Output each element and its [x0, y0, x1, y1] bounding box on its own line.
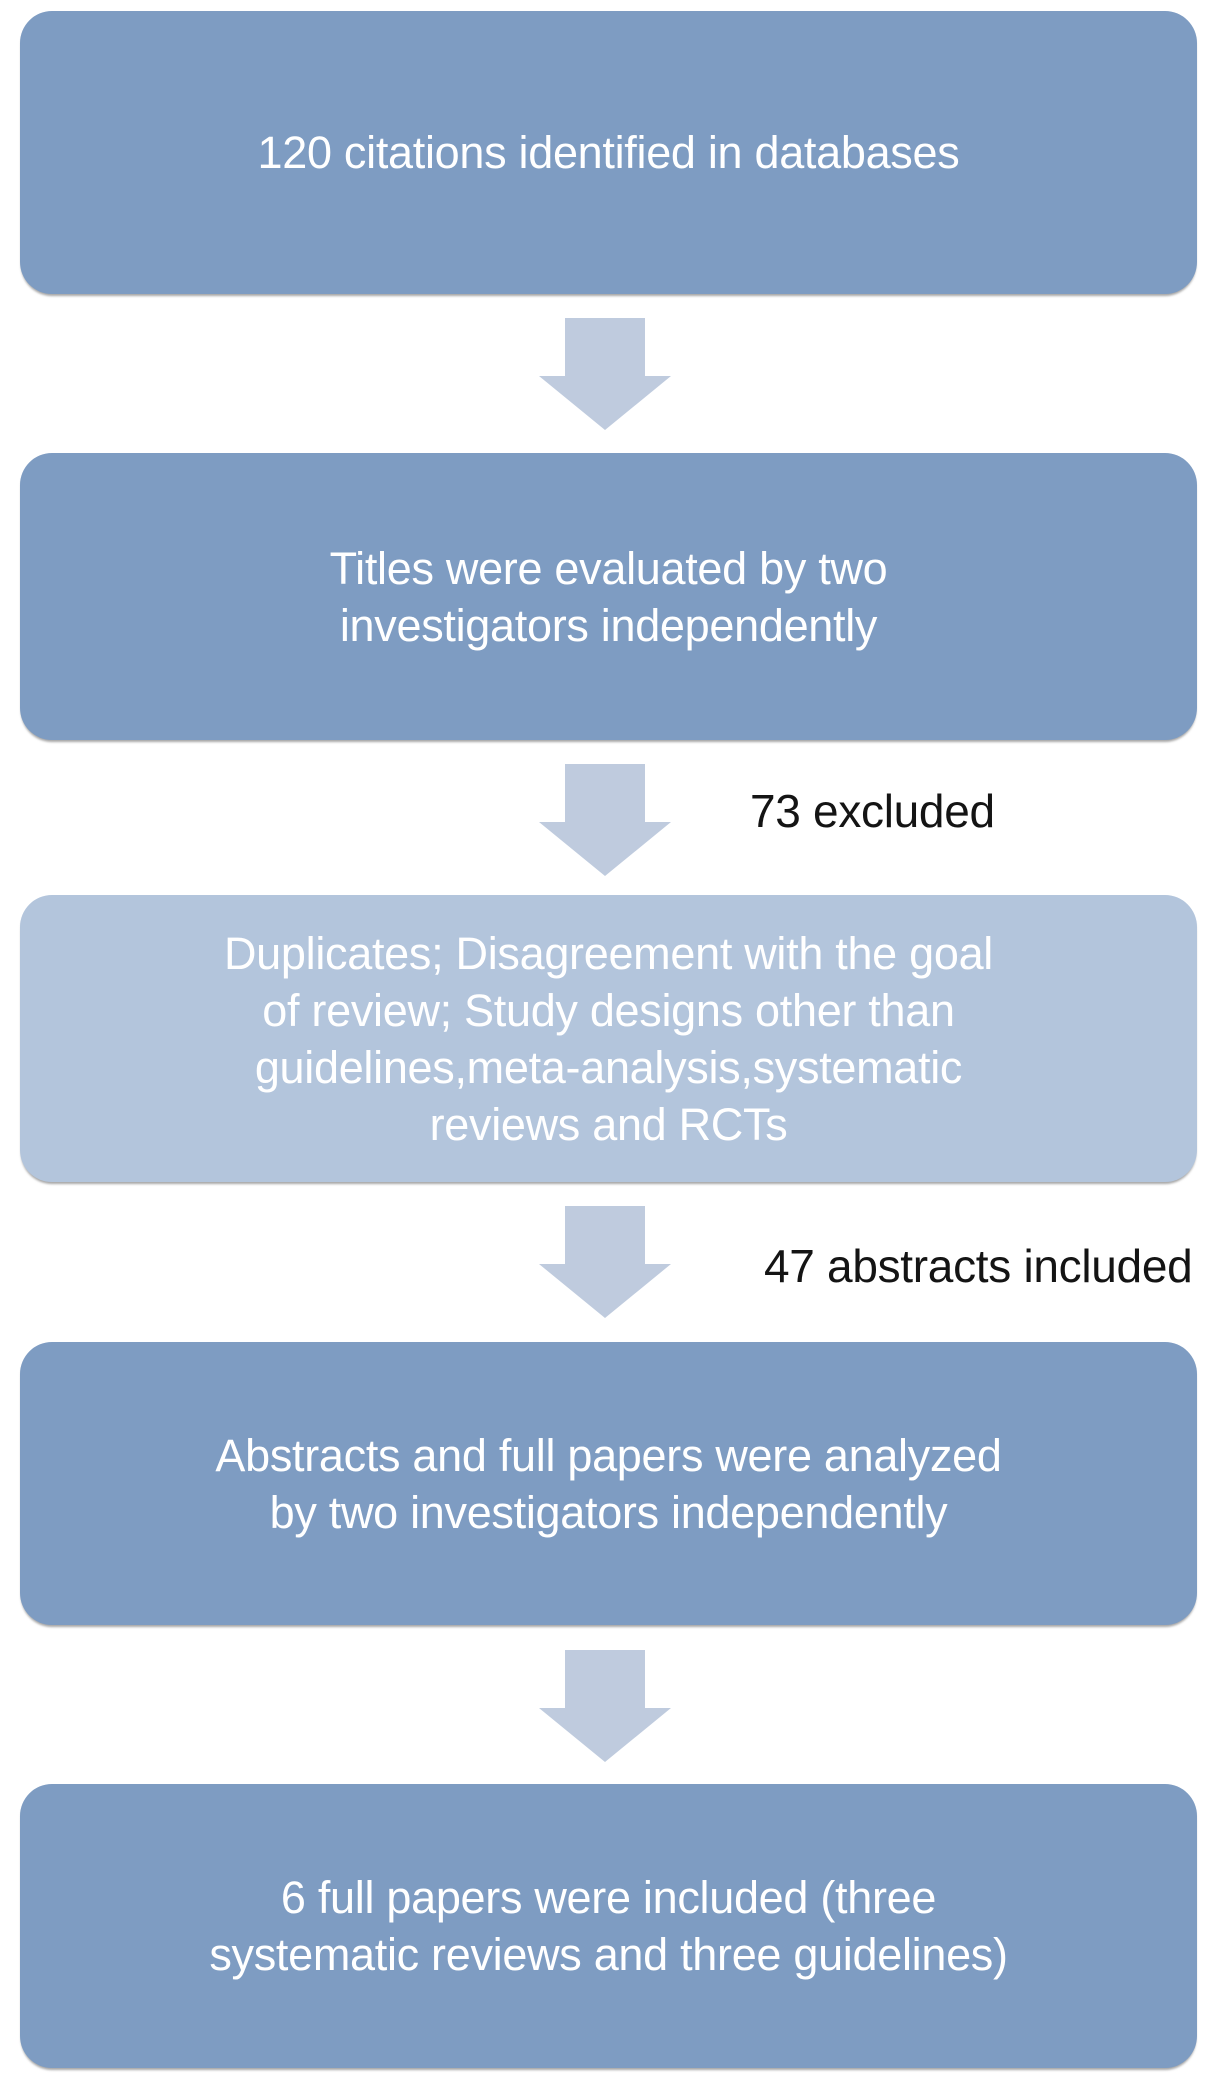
excluded-count-label: 73 excluded	[750, 785, 995, 837]
flow-box-text: Titles were evaluated by two investigato…	[329, 542, 888, 651]
abstracts-included-count-label: 47 abstracts included	[764, 1240, 1193, 1292]
down-arrow-icon	[539, 1650, 671, 1762]
flow-box-full-papers-included: 6 full papers were included (three syste…	[20, 1784, 1197, 2068]
down-arrow-icon	[539, 764, 671, 876]
flow-box-text: 120 citations identified in databases	[257, 127, 960, 178]
flow-box-citations-identified: 120 citations identified in databases	[20, 11, 1197, 294]
down-arrow-icon	[539, 1206, 671, 1318]
flow-box-abstracts-analyzed: Abstracts and full papers were analyzed …	[20, 1342, 1197, 1625]
flow-box-text: Abstracts and full papers were analyzed …	[215, 1429, 1002, 1538]
flow-box-text: 6 full papers were included (three syste…	[209, 1872, 1008, 1980]
flow-box-exclusion-reasons: Duplicates; Disagreement with the goal o…	[20, 895, 1197, 1182]
flow-box-text: Duplicates; Disagreement with the goal o…	[223, 927, 993, 1150]
down-arrow-icon	[539, 318, 671, 430]
flow-box-titles-evaluated: Titles were evaluated by two investigato…	[20, 453, 1197, 740]
